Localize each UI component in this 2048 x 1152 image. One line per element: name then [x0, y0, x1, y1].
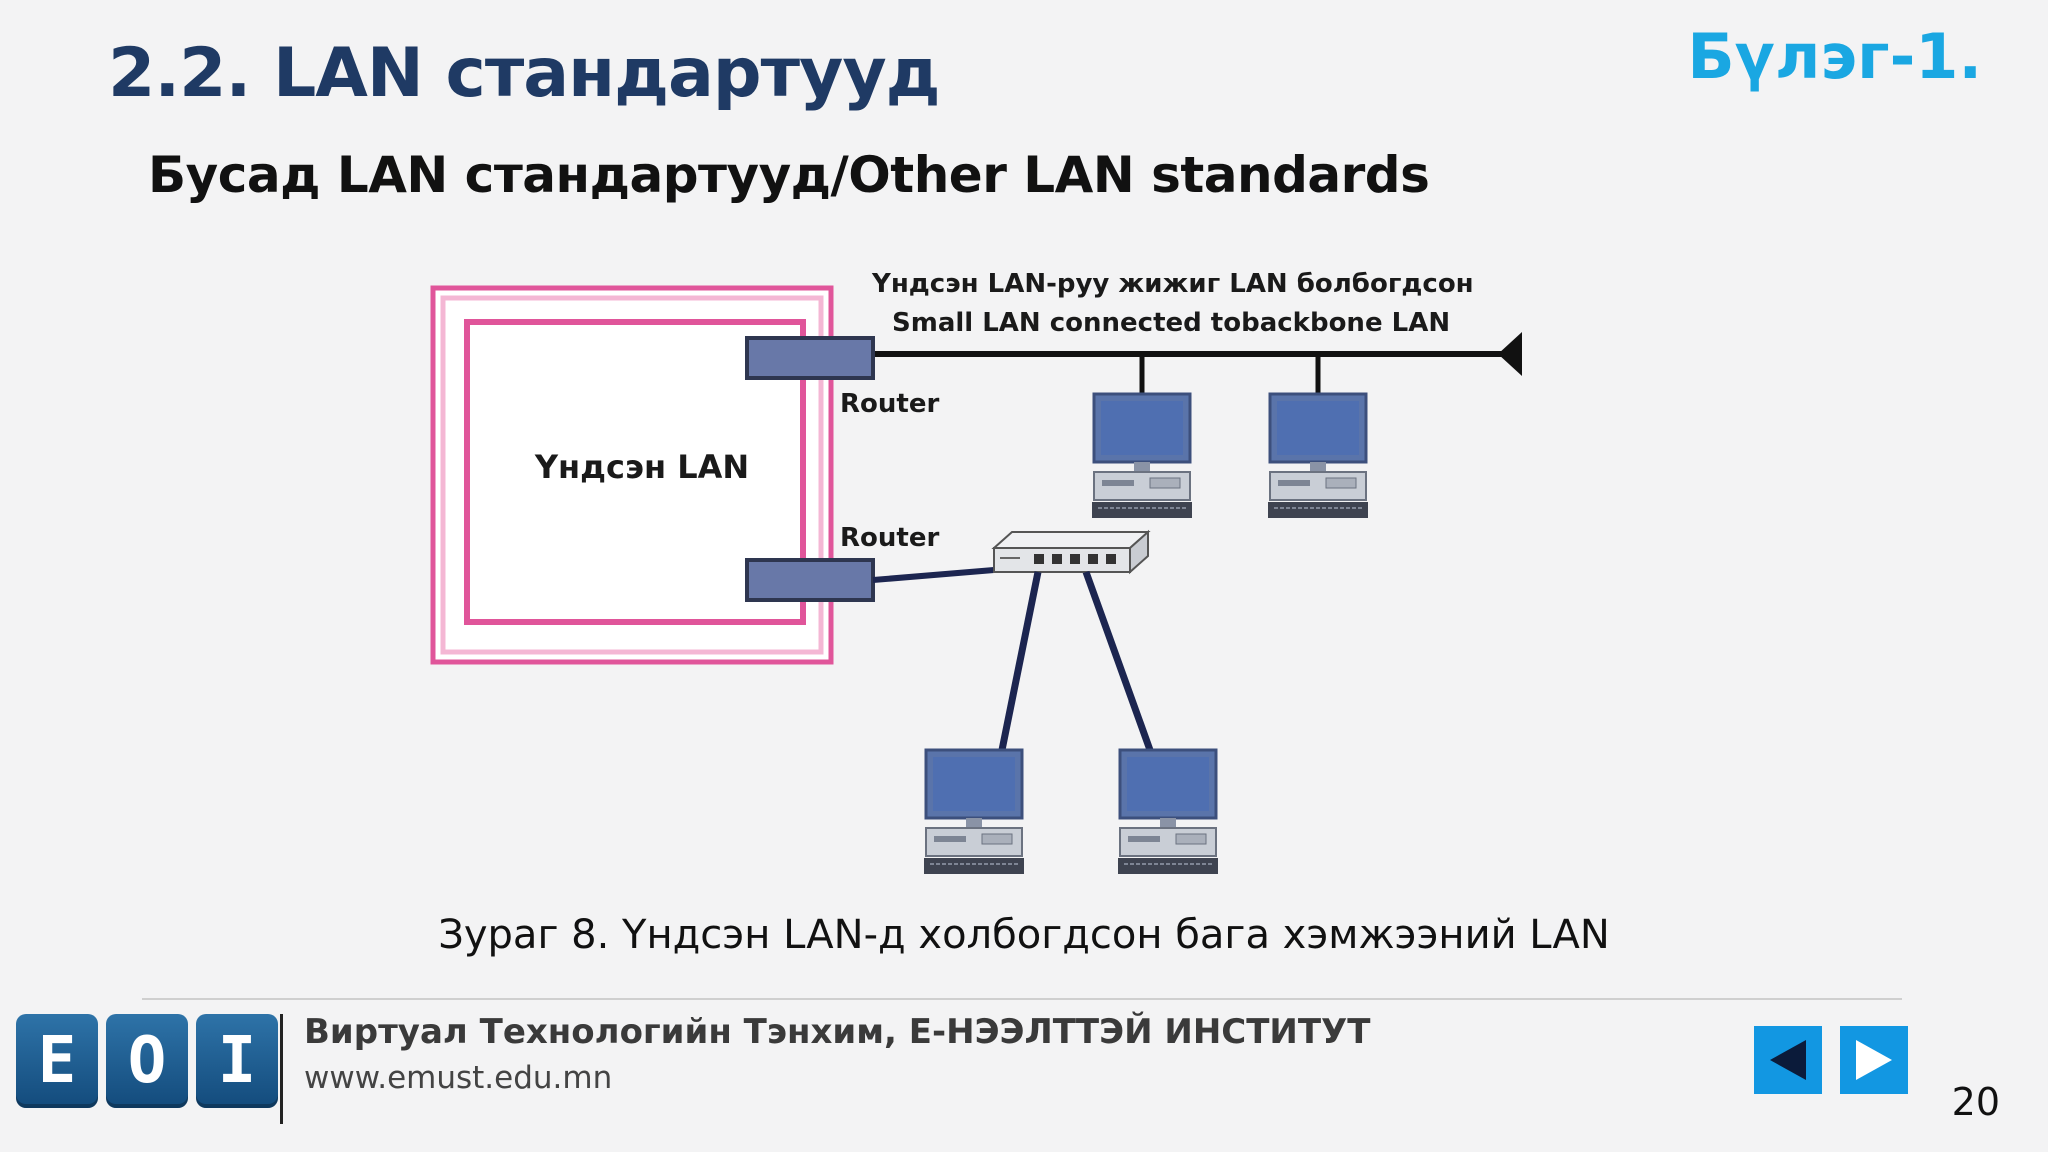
hub-cable-right: [1082, 570, 1154, 752]
router-top-label: Router: [840, 389, 939, 419]
page-number: 20: [1951, 1080, 2000, 1124]
footer-divider: [142, 998, 1902, 1000]
router-top: [745, 336, 875, 380]
hub-cable-left: [998, 571, 1042, 751]
previous-slide-button[interactable]: [1754, 1026, 1822, 1094]
backbone-label-en: Small LAN connected tobackbone LAN: [892, 308, 1450, 338]
computer-top-right: [1266, 392, 1370, 520]
backbone-lan-inner-frame: [440, 295, 824, 655]
slide-title: 2.2. LAN стандартууд: [108, 34, 941, 113]
router-bottom-label: Router: [840, 523, 939, 553]
logo-tile-e: E: [16, 1014, 98, 1108]
institute-name: Виртуал Технологийн Тэнхим, Е-НЭЭЛТТЭЙ И…: [304, 1012, 1371, 1052]
slide-subtitle: Бусад LAN стандартууд/Other LAN standard…: [148, 146, 1430, 204]
computer-bottom-right: [1116, 748, 1220, 876]
router-hub-cable: [872, 567, 995, 583]
figure-caption: Зураг 8. Үндсэн LAN-д холбогдсон бага хэ…: [438, 912, 1610, 958]
computer-top-left: [1090, 392, 1194, 520]
triangle-left-icon: [1770, 1040, 1806, 1080]
computer-bottom-left: [922, 748, 1026, 876]
next-slide-button[interactable]: [1840, 1026, 1908, 1094]
chapter-label: Бүлэг-1.: [1687, 20, 1982, 93]
logo-divider: [280, 1014, 283, 1124]
lan-diagram: Үндсэн LAN Үндсэн LAN-руу жижиг LAN болб…: [430, 269, 1522, 876]
website-link[interactable]: www.emust.edu.mn: [304, 1060, 613, 1096]
router-bottom: [745, 558, 875, 602]
backbone-terminator: [1498, 332, 1522, 376]
logo-tile-i: I: [196, 1014, 278, 1108]
backbone-label-mn: Үндсэн LAN-руу жижиг LAN болбогдсон: [871, 269, 1474, 299]
hub: [991, 529, 1151, 575]
triangle-right-icon: [1856, 1040, 1892, 1080]
logo-tile-o: O: [106, 1014, 188, 1108]
eoi-logo: E O I: [16, 1014, 278, 1108]
main-lan-label: Үндсэн LAN: [534, 448, 749, 486]
